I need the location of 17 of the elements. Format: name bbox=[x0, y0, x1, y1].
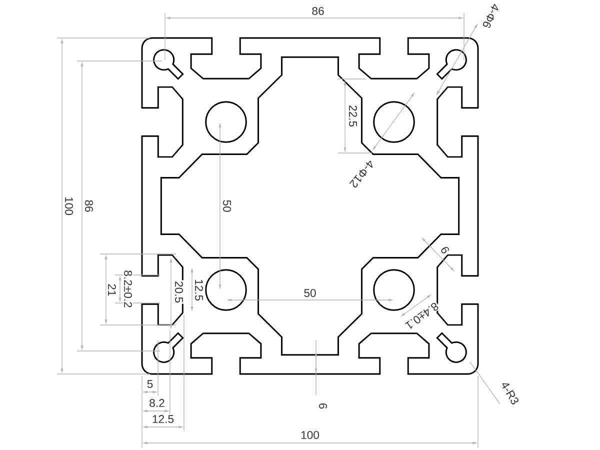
dimension-text: 5 bbox=[146, 379, 154, 389]
dimension-text: 100 bbox=[300, 430, 320, 440]
dimension-text: 86 bbox=[84, 198, 94, 214]
dimension-text: 21 bbox=[107, 282, 117, 298]
dimension-text: 8.2±0.2 bbox=[123, 269, 133, 309]
dimension-text: 50 bbox=[222, 198, 232, 214]
dimension-text: 20.5 bbox=[174, 280, 184, 304]
dimension-text: 86 bbox=[310, 6, 326, 16]
dimension-text: 12.5 bbox=[194, 278, 204, 302]
dimension-text: 6 bbox=[318, 402, 328, 410]
dimension-text: 22.5 bbox=[348, 104, 358, 128]
dimension-text: 4-Φ6 bbox=[480, 2, 502, 30]
dimension-text: 6 bbox=[438, 244, 452, 256]
dimension-text: 12.5 bbox=[151, 414, 175, 424]
dimension-text: 8.2 bbox=[148, 398, 166, 408]
dimension-text: 100 bbox=[64, 196, 74, 216]
dimension-text: 50 bbox=[302, 288, 318, 298]
